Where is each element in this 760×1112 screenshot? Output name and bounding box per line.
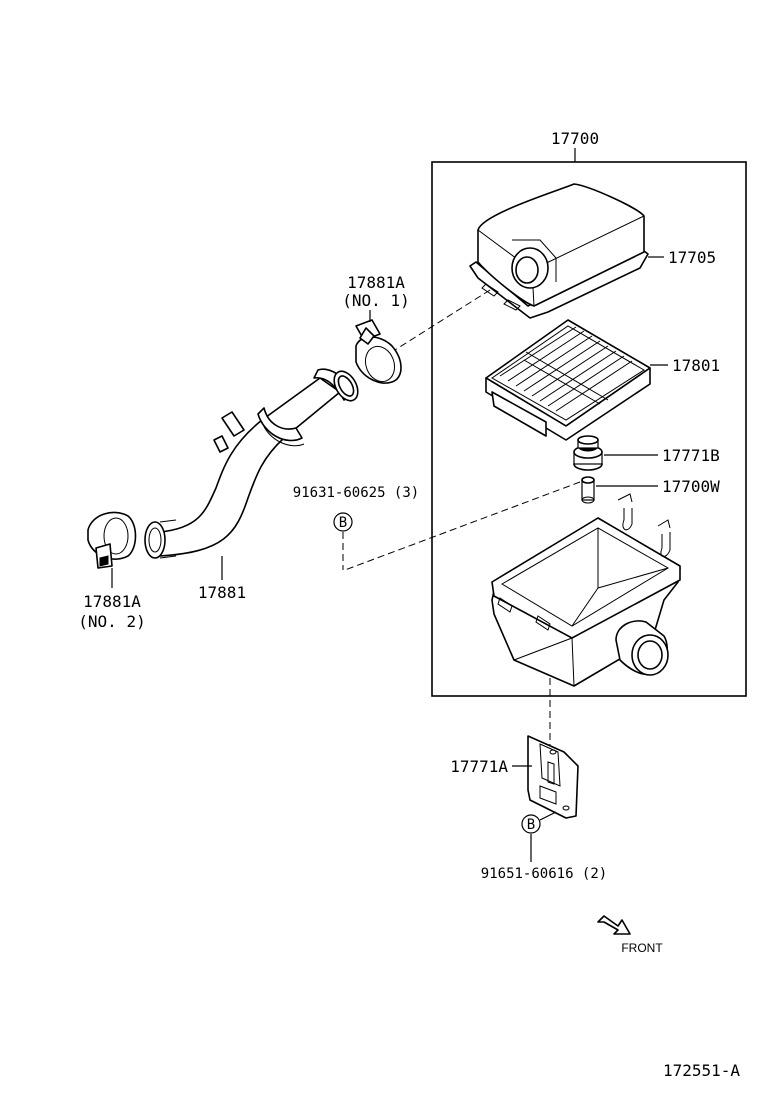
air-cleaner-cap bbox=[469, 183, 649, 319]
label-17700: 17700 bbox=[551, 129, 599, 148]
assembly-frame bbox=[431, 161, 747, 697]
intake-hose bbox=[144, 368, 359, 559]
air-filter-element bbox=[485, 319, 651, 441]
label-17881A-no1: 17881A bbox=[347, 273, 405, 292]
label-17771B: 17771B bbox=[662, 446, 720, 465]
dash-collar-to-bolt bbox=[344, 481, 581, 571]
callout-b-upper bbox=[333, 512, 353, 532]
label-17881A-no1-note: (NO. 1) bbox=[342, 291, 409, 310]
leader-bolt-lower bbox=[539, 811, 557, 821]
label-front: FRONT bbox=[621, 941, 663, 955]
label-17771A: 17771A bbox=[450, 757, 508, 776]
callout-b-lower bbox=[521, 814, 541, 834]
bracket bbox=[527, 735, 579, 819]
hose-clamp-no1 bbox=[355, 319, 402, 384]
label-bolt-upper: 91631-60625 (3) bbox=[293, 485, 419, 501]
front-arrow-icon bbox=[597, 915, 631, 935]
label-17705: 17705 bbox=[668, 248, 716, 267]
drawing-number: 172551-A bbox=[663, 1061, 740, 1080]
label-17801: 17801 bbox=[672, 356, 720, 375]
label-17881A-no2: 17881A bbox=[83, 592, 141, 611]
callout-b-upper-text: B bbox=[339, 515, 347, 531]
dash-cap-to-clamp bbox=[394, 289, 491, 351]
callout-b-lower-text: B bbox=[527, 817, 535, 833]
air-cleaner-case bbox=[491, 493, 681, 687]
label-17700W: 17700W bbox=[662, 477, 720, 496]
label-17881: 17881 bbox=[198, 583, 246, 602]
hose-clamp-no2 bbox=[87, 511, 137, 569]
label-17881A-no2-note: (NO. 2) bbox=[78, 612, 145, 631]
collar bbox=[581, 476, 595, 504]
grommet bbox=[573, 435, 603, 471]
label-bolt-lower: 91651-60616 (2) bbox=[481, 866, 607, 882]
